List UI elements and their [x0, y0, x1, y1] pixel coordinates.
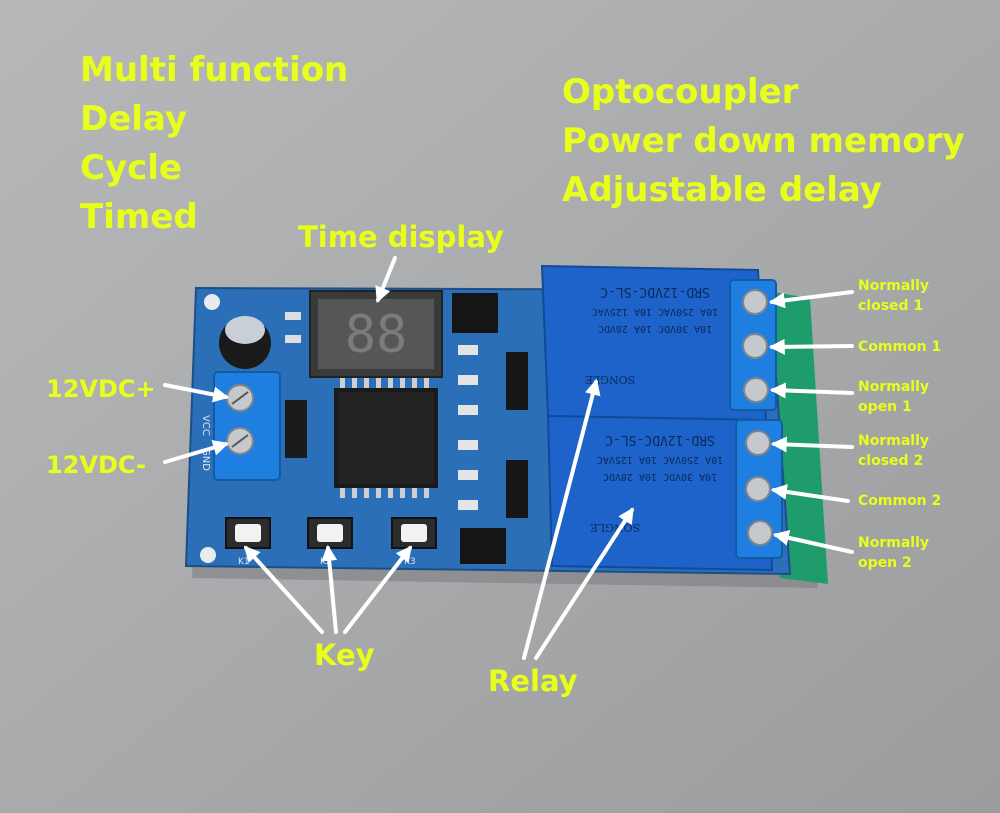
arrow-key-1 [243, 545, 324, 634]
relay1-brand: SONGLE [585, 373, 635, 386]
arrow-nc2 [770, 436, 854, 453]
optocoupler [452, 293, 498, 333]
pin-label-no1: Normally open 1 [858, 377, 929, 417]
display-window [318, 299, 434, 369]
silk-vcc: VCC [200, 415, 211, 436]
feature-label: Optocoupler [562, 72, 799, 112]
pin-label-line: Normally [858, 278, 929, 294]
arrow-nc1 [768, 290, 854, 309]
smd-part [285, 312, 301, 320]
output-terminal-block-1 [729, 279, 777, 411]
output-terminal-block-2 [735, 419, 783, 559]
capacitor-top [225, 316, 265, 344]
ic-pins [340, 378, 429, 498]
relay2-model: SRD-12VDC-SL-C [605, 432, 715, 447]
relay2-brand: SONGLE [590, 521, 640, 534]
silk-gnd: GND [200, 448, 211, 471]
feature-label: Multi function [80, 50, 349, 90]
arrow-vcc-minus [163, 439, 230, 464]
pin-label-line: open 1 [858, 399, 912, 415]
relay1-rating1: 10A 250VAC 10A 125VAC [592, 306, 718, 317]
pin-label-line: Normally [858, 433, 929, 449]
silk-k1: K1 [238, 557, 250, 567]
arrow-vcc-plus [163, 383, 230, 403]
feature-label: Timed [80, 197, 198, 237]
features-left: Multi function Delay Cycle Timed [80, 46, 348, 242]
regulator-chip [285, 400, 307, 458]
pin-label-com1: Common 1 [858, 339, 942, 355]
key-label: Key [314, 638, 375, 672]
pin-label-nc1: Normally closed 1 [858, 276, 929, 316]
arrow-relay-1 [522, 378, 601, 660]
key-switch-k1 [225, 517, 271, 549]
silk-k3: K3 [404, 557, 416, 567]
pin-label-com2: Common 2 [858, 493, 942, 509]
feature-label: Adjustable delay [562, 170, 882, 210]
vcc-minus-label: 12VDC- [46, 451, 147, 479]
callout-arrows [163, 256, 854, 660]
transistor [506, 352, 528, 410]
arrow-com2 [770, 483, 850, 503]
key-switch-k2 [307, 517, 353, 549]
display-digits: 88 [345, 305, 408, 365]
key-switch-k3 [391, 517, 437, 549]
relay-2: SRD-12VDC-SL-C 10A 250VAC 10A 125VAC 10A… [546, 414, 774, 572]
mounting-hole [204, 294, 220, 310]
vcc-plus-label: 12VDC+ [46, 375, 156, 403]
pin-label-line: open 2 [858, 555, 912, 571]
time-display-label: Time display [298, 220, 504, 254]
relay1-rating2: 10A 30VDC 10A 28VDC [598, 323, 712, 334]
arrow-time-display [375, 256, 397, 303]
transistor [506, 460, 528, 518]
pin-label-no2: Normally open 2 [858, 533, 929, 573]
feature-label: Power down memory [562, 121, 965, 161]
feature-label: Cycle [80, 148, 182, 188]
silk-k2: K2 [320, 557, 332, 567]
arrow-com1 [768, 338, 854, 355]
arrow-no2 [772, 529, 854, 554]
relay2-rating2: 10A 30VDC 10A 28VDC [603, 471, 717, 482]
pin-label-line: Normally [858, 535, 929, 551]
microcontroller-chip [334, 388, 438, 488]
arrow-key-2 [321, 544, 338, 634]
smd-components [458, 345, 478, 510]
features-right: Optocoupler Power down memory Adjustable… [562, 68, 965, 215]
optocoupler [460, 528, 506, 564]
relay2-rating1: 10A 250VAC 10A 125VAC [597, 454, 723, 465]
arrow-no1 [769, 382, 854, 399]
relay-label: Relay [488, 664, 578, 698]
smd-part [285, 335, 301, 343]
mounting-hole [200, 547, 216, 563]
pin-label-line: closed 1 [858, 298, 924, 314]
pin-label-line: closed 2 [858, 453, 924, 469]
relay1-model: SRD-12VDC-SL-C [600, 284, 710, 299]
pin-label-nc2: Normally closed 2 [858, 431, 929, 471]
feature-label: Delay [80, 99, 187, 139]
arrow-relay-2 [534, 507, 634, 660]
arrow-key-3 [343, 545, 412, 634]
pin-label-line: Normally [858, 379, 929, 395]
